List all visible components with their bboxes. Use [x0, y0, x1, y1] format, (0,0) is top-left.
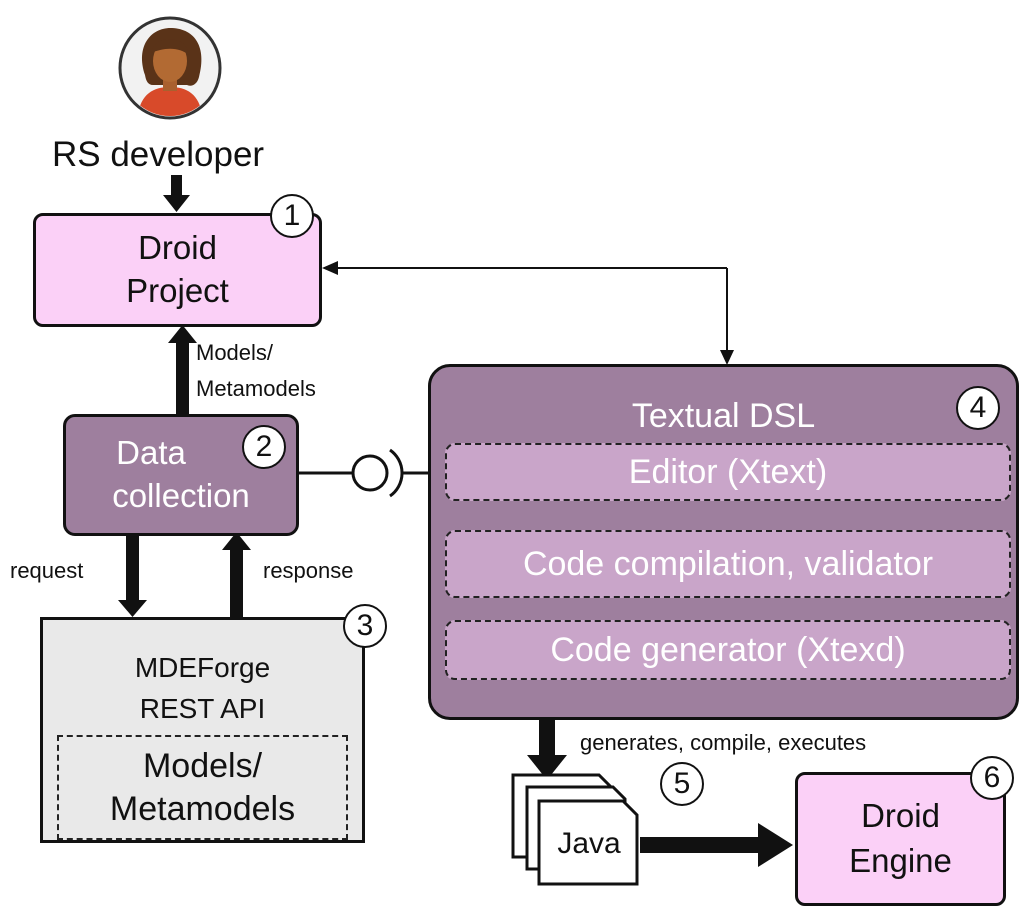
- mdeforge-models-box: Models/ Metamodels: [57, 735, 348, 840]
- mdeforge-line1: MDEForge: [134, 652, 271, 683]
- droid-project-line2: Project: [126, 272, 229, 309]
- arrow-response: [222, 532, 251, 618]
- droid-project-box: Droid Project: [33, 213, 322, 327]
- textual-dsl-box: Textual DSL Editor (Xtext) Code compilat…: [428, 364, 1019, 720]
- java-label: Java: [557, 827, 621, 860]
- response-label: response: [263, 558, 354, 583]
- models-edge-label-1: Models/: [196, 340, 274, 365]
- request-label: request: [10, 558, 84, 583]
- droid-project-line1: Droid: [138, 229, 217, 267]
- models-edge-label-2: Metamodels: [196, 376, 316, 401]
- textual-dsl-title: Textual DSL: [631, 397, 816, 435]
- data-collection-line1: Data: [116, 434, 186, 472]
- dsl-compilation-validator: Code compilation, validator: [445, 530, 1011, 598]
- droid-engine-line2: Engine: [849, 842, 952, 879]
- arrow-developer-to-project: [163, 175, 190, 212]
- developer-label: RS developer: [52, 135, 265, 174]
- arrow-project-dsl-bidirectional: [322, 261, 734, 365]
- droid-engine-box: Droid Engine: [795, 772, 1006, 906]
- number-badge-2: 2: [242, 425, 286, 469]
- number-badge-4: 4: [956, 386, 1000, 430]
- dsl-editor: Editor (Xtext): [445, 443, 1011, 501]
- generates-label: generates, compile, executes: [580, 730, 867, 755]
- data-collection-line2: collection: [112, 477, 250, 514]
- interface-connector: [298, 448, 432, 498]
- number-badge-5: 5: [660, 762, 704, 806]
- droid-engine-line1: Droid: [861, 797, 940, 835]
- arrow-collection-to-project: [168, 325, 197, 414]
- java-files: Java: [511, 772, 641, 887]
- dsl-code-generator: Code generator (Xtexd): [445, 620, 1011, 680]
- mdeforge-box: MDEForge REST API: [40, 617, 365, 843]
- mdeforge-models-line1: Models/: [142, 747, 263, 785]
- developer-avatar: [117, 15, 223, 121]
- arrow-java-to-engine: [640, 823, 793, 867]
- arrow-request: [118, 535, 147, 617]
- mdeforge-line2: REST API: [139, 692, 266, 724]
- number-badge-6: 6: [970, 756, 1014, 800]
- number-badge-3: 3: [343, 604, 387, 648]
- document-stack-icon: [511, 773, 639, 886]
- number-badge-1: 1: [270, 194, 314, 238]
- person-icon: [118, 16, 222, 120]
- mdeforge-models-line2: Metamodels: [109, 789, 296, 828]
